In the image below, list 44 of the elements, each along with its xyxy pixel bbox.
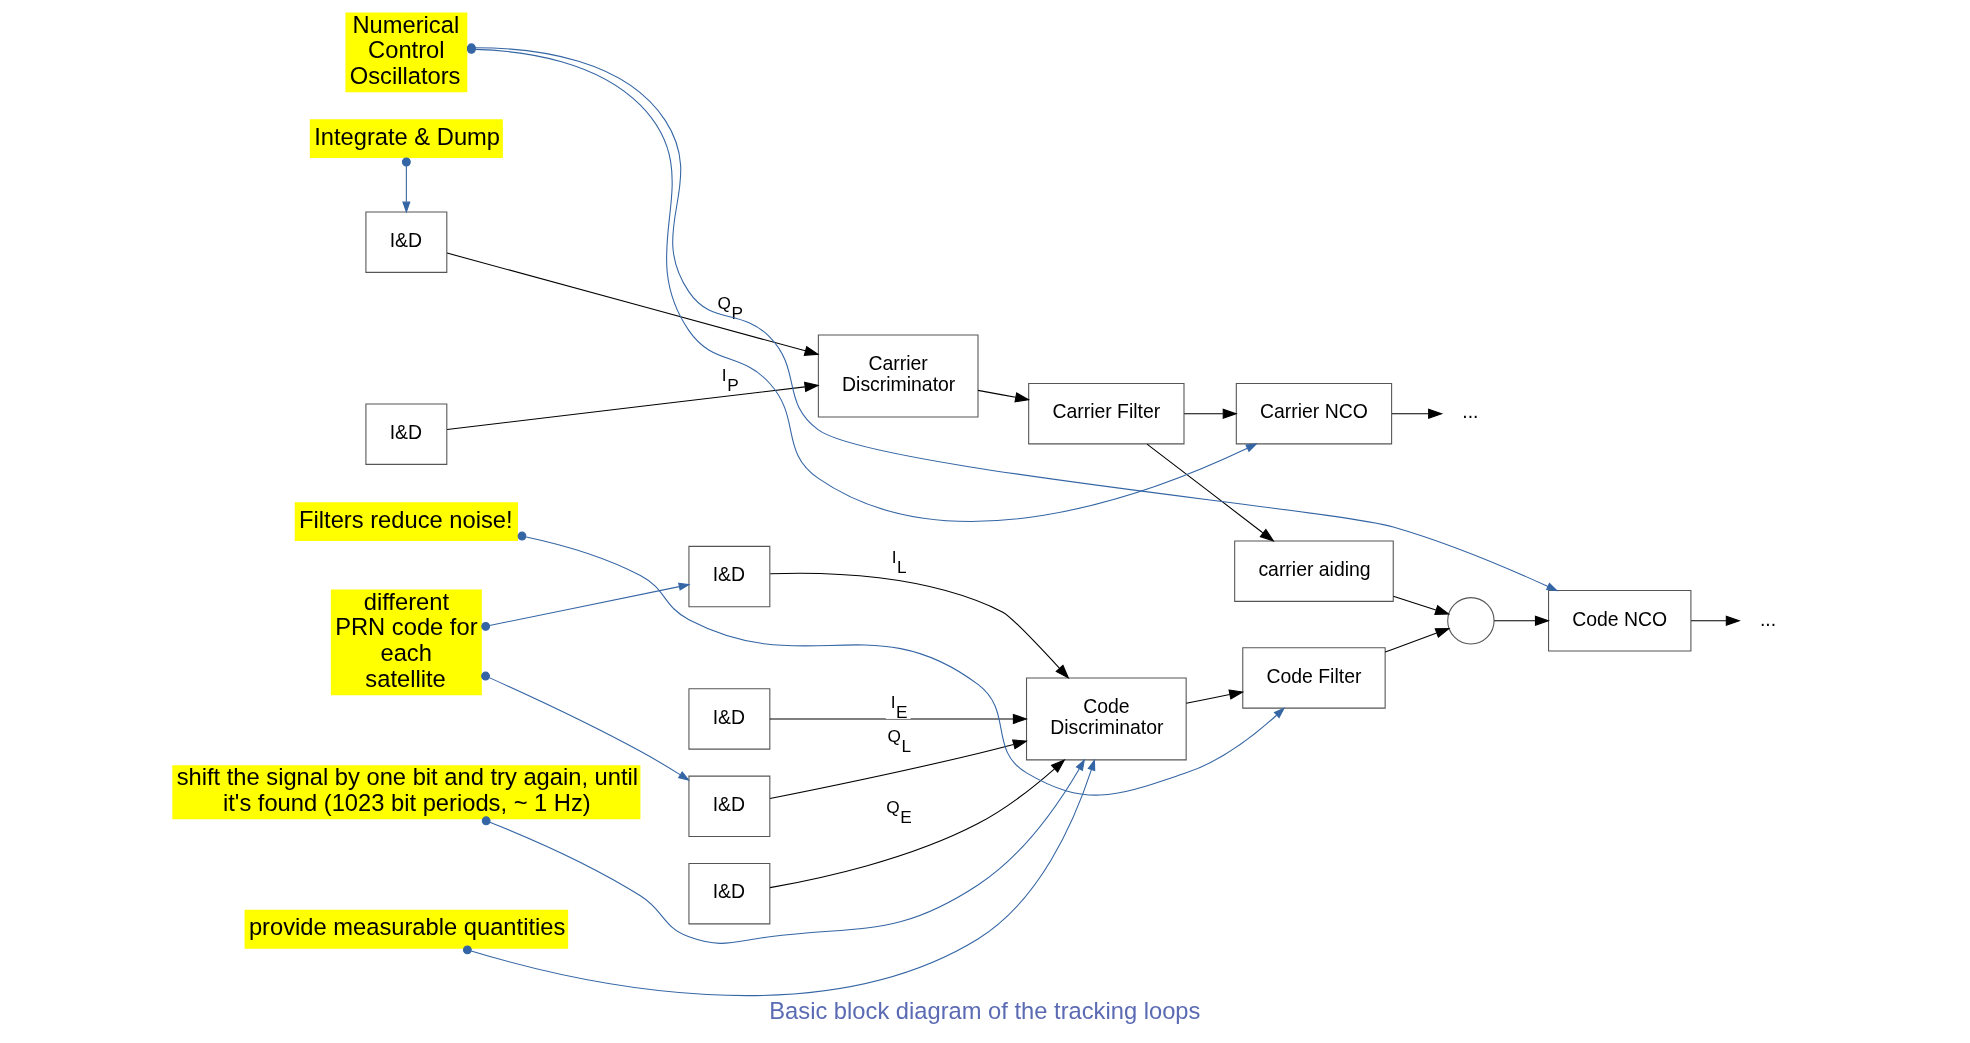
arrow (481, 758, 1086, 944)
node-box: I&D (365, 403, 448, 465)
node-box: Carrier Filter (1028, 382, 1185, 445)
arrow (481, 582, 691, 631)
node-box: I&D (688, 862, 771, 925)
node-box: Numerical Control Oscillators (345, 12, 468, 93)
node-box: Code Discriminator (1026, 677, 1187, 761)
node-text: ... (1759, 607, 1777, 630)
node-box: provide measurable quantities (244, 909, 569, 949)
arrow (446, 381, 820, 430)
arrow (462, 758, 1096, 997)
arrow (401, 157, 411, 214)
node-box: I&D (688, 688, 771, 750)
arrow (1384, 627, 1451, 653)
node-box: I&D (688, 545, 771, 608)
arrow (446, 252, 820, 356)
node-box: Code Filter (1242, 647, 1386, 709)
arrow (769, 739, 1028, 800)
node-box: different PRN code for each satellite (330, 589, 482, 696)
node-box: I&D (365, 211, 448, 273)
arrow (1183, 408, 1238, 419)
node-box: Integrate & Dump (309, 119, 503, 159)
arrow (481, 671, 691, 781)
node-box: Code NCO (1548, 590, 1692, 652)
node-box: I&D (688, 775, 771, 838)
arrow (769, 572, 1070, 680)
node-box: Carrier Discriminator (817, 334, 979, 418)
arrow (769, 758, 1066, 889)
arrow (517, 531, 1286, 796)
node-box: carrier aiding (1234, 540, 1394, 602)
node-text: ... (1462, 400, 1479, 423)
node-circle (1447, 597, 1495, 645)
node-box: Carrier NCO (1235, 382, 1393, 445)
arrow (1146, 443, 1275, 542)
arrow (1391, 408, 1444, 419)
arrow (977, 389, 1031, 403)
arrow (769, 713, 1028, 725)
node-box: shift the signal by one bit and try again, until it's found (1023 bit periods, ~ 1 Hz) (172, 765, 641, 820)
caption: Basic block diagram of the tracking loops (769, 998, 1201, 1025)
arrow (1392, 595, 1451, 615)
node-box: Filters reduce noise! (294, 502, 518, 541)
arrow (1690, 615, 1741, 627)
arrow (1493, 615, 1551, 627)
arrow (1185, 689, 1245, 704)
